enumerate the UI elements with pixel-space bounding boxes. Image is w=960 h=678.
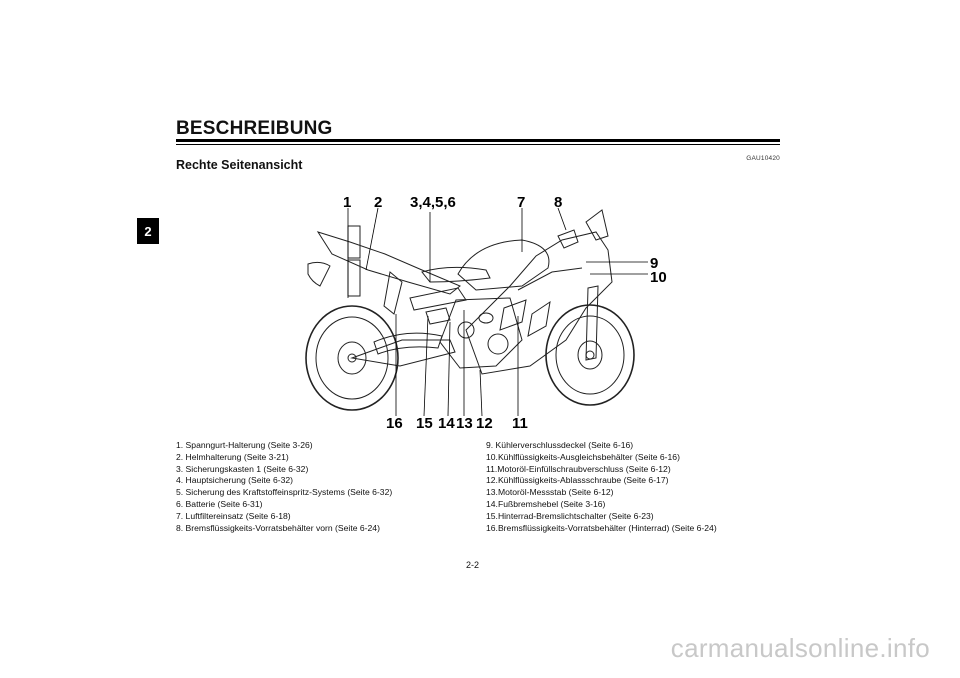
legend-item: 16.Bremsflüssigkeits-Vorratsbehälter (Hi… (486, 522, 717, 533)
legend-item: 8. Bremsflüssigkeits-Vorratsbehälter vor… (176, 522, 380, 533)
seat (421, 266, 491, 283)
legend-item: 2. Helmhalterung (Seite 3-21) (176, 451, 289, 462)
reference-code: GAU10420 (746, 155, 780, 162)
legend-item: 4. Hauptsicherung (Seite 6-32) (176, 475, 294, 486)
legend-item: 3. Sicherungskasten 1 (Seite 6-32) (176, 463, 309, 474)
legend-item: 11.Motoröl-Einfüllschraubverschluss (Sei… (486, 463, 671, 474)
fuel-tank (457, 239, 550, 291)
title-rule-thin (176, 144, 780, 145)
motorcycle-illustration: 1 2 3,4,5,6 7 8 9 10 16 15 14 13 12 11 (305, 194, 667, 432)
callout-9: 9 (650, 255, 658, 272)
legend-item: 12.Kühlflüssigkeits-Ablassschraube (Seit… (486, 475, 669, 486)
legend-item: 5. Sicherung des Kraftstoffeinspritz-Sys… (176, 487, 393, 498)
page-number: 2-2 (466, 560, 480, 570)
callout-2: 2 (374, 194, 382, 211)
callout-12: 12 (476, 415, 493, 432)
callout-11: 11 (512, 415, 528, 432)
chapter-tab: 2 (137, 218, 159, 244)
legend-item: 13.Motoröl-Messstab (Seite 6-12) (486, 487, 614, 498)
legend-item: 15.Hinterrad-Bremslichtschalter (Seite 6… (486, 510, 654, 521)
rear-wheel (305, 305, 399, 411)
callout-7: 7 (517, 194, 525, 211)
legend-item: 9. Kühlerverschlussdeckel (Seite 6-16) (486, 440, 634, 450)
legend-item: 7. Luftfiltereinsatz (Seite 6-18) (176, 510, 291, 521)
front-fork (585, 285, 599, 361)
legend-item: 1. Spanngurt-Halterung (Seite 3-26) (176, 440, 313, 450)
fairing (465, 231, 613, 375)
page-title: BESCHREIBUNG (176, 118, 333, 139)
callout-15: 15 (416, 415, 433, 432)
callout-13: 13 (456, 415, 473, 432)
watermark-text: carmanualsonline.info (670, 633, 930, 663)
windscreen (585, 209, 609, 241)
legend-left: 1. Spanngurt-Halterung (Seite 3-26) 2. H… (176, 440, 476, 534)
motorcycle-right-side-figure: 1 2 3,4,5,6 7 8 9 10 16 15 14 13 12 11 (290, 190, 680, 435)
legend-item: 6. Batterie (Seite 6-31) (176, 498, 263, 509)
legend-item: 14.Fußbremshebel (Seite 3-16) (486, 498, 606, 509)
title-rule-thick (176, 139, 780, 142)
section-title: Rechte Seitenansicht (176, 158, 303, 172)
tail-section (316, 231, 461, 295)
leader-lines (347, 207, 648, 417)
engine (439, 297, 523, 369)
legend-item: 10.Kühlflüssigkeits-Ausgleichsbehälter (… (486, 451, 680, 462)
callout-3-4-5-6: 3,4,5,6 (410, 194, 456, 211)
callout-8: 8 (554, 194, 562, 211)
legend-right: 9. Kühlerverschlussdeckel (Seite 6-16) 1… (486, 440, 786, 534)
callout-1: 1 (343, 194, 351, 211)
exhaust (373, 332, 443, 355)
callout-14: 14 (438, 415, 455, 432)
swingarm (350, 339, 456, 367)
callout-10: 10 (650, 269, 667, 286)
callout-16: 16 (386, 415, 403, 432)
front-wheel (545, 304, 635, 406)
